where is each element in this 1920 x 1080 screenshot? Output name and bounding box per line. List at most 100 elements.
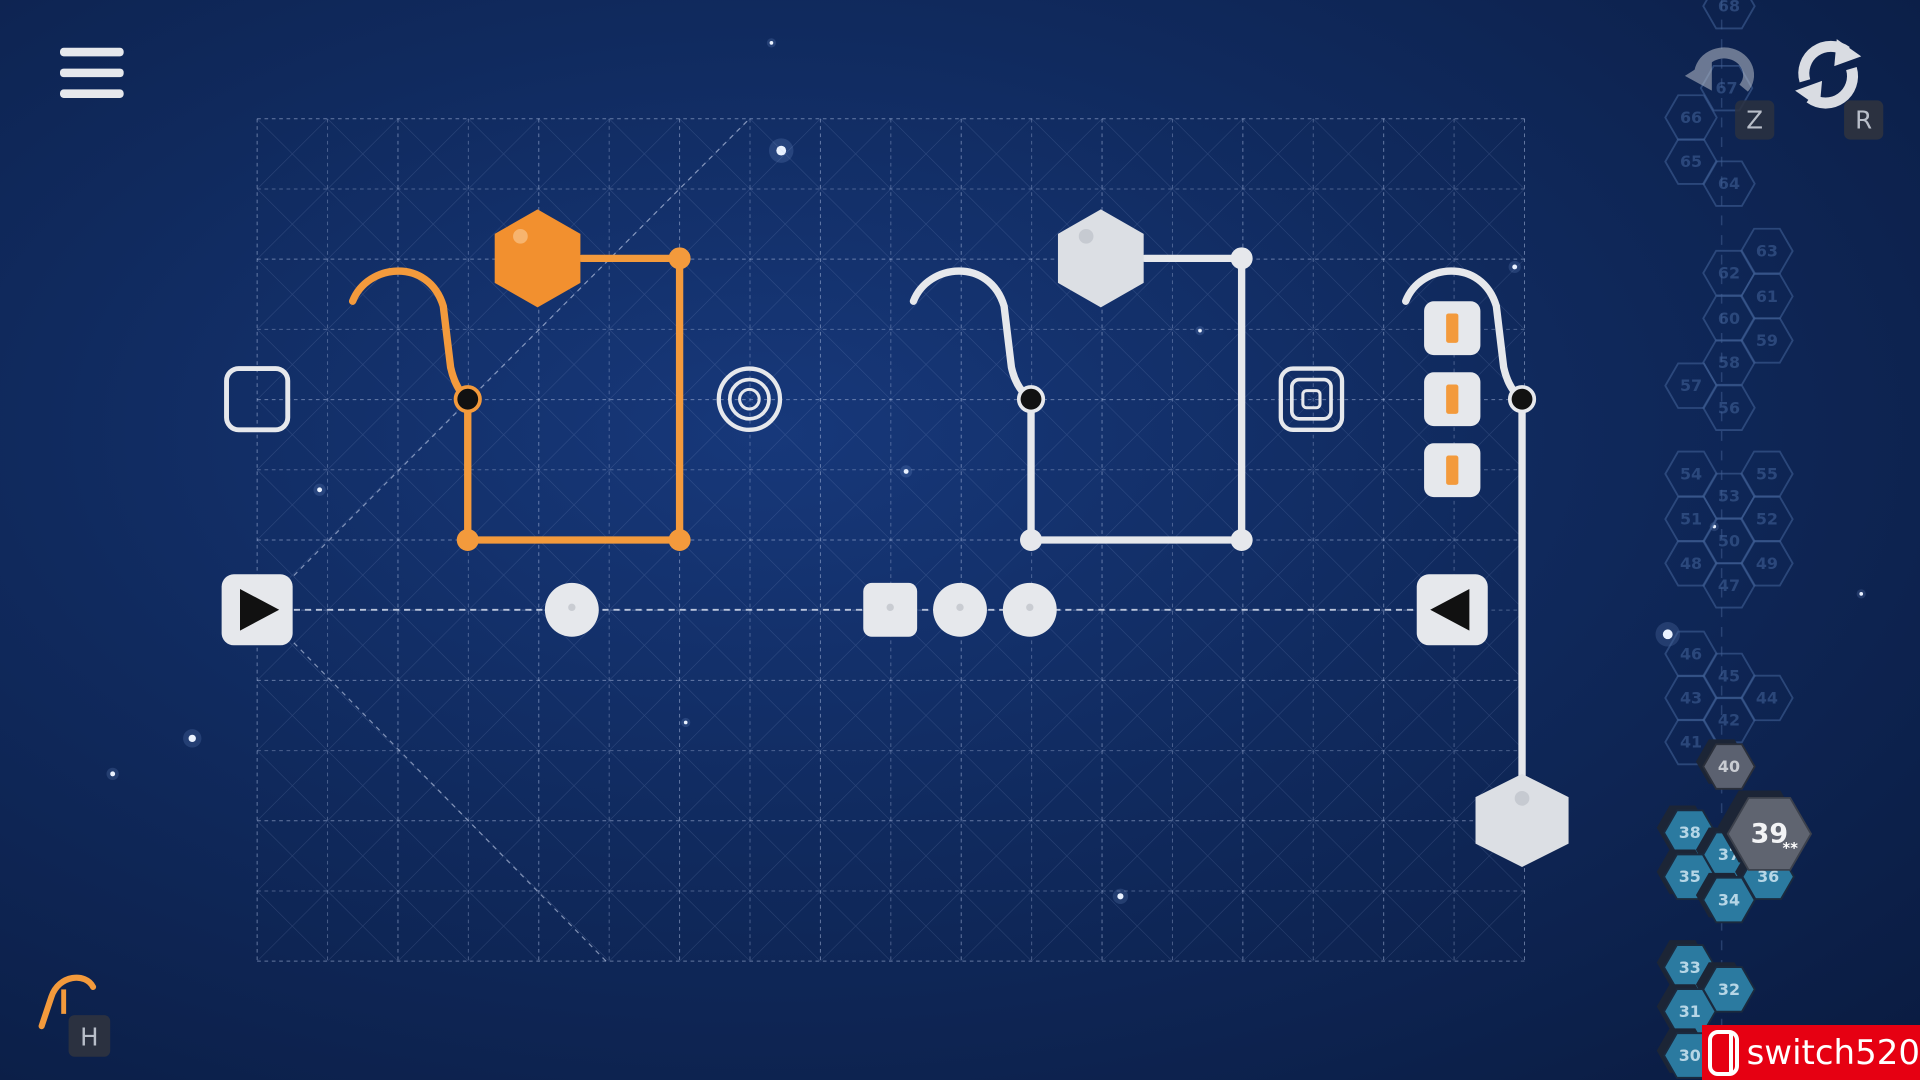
- level-52-button: 52: [1740, 495, 1794, 543]
- grid-diagonal: [468, 820, 539, 892]
- white-hexagon[interactable]: [1475, 773, 1569, 867]
- grid-diagonal: [256, 820, 328, 892]
- grid-diagonal: [1031, 399, 1103, 470]
- undo-button[interactable]: [1684, 47, 1755, 92]
- level-number: 47: [1718, 576, 1740, 595]
- grid-diagonal: [468, 750, 539, 821]
- token-marker: [568, 603, 576, 612]
- grid-diagonal: [256, 680, 328, 751]
- white-machine[interactable]: [909, 209, 1253, 552]
- level-49-button: 49: [1740, 540, 1794, 587]
- grid-diagonal: [890, 469, 962, 541]
- star: [903, 468, 909, 474]
- grid-diagonal: [749, 539, 821, 611]
- level-number: 62: [1718, 264, 1740, 283]
- level-34-button[interactable]: 34: [1695, 872, 1756, 924]
- level-hexagon: [1702, 384, 1756, 431]
- grid-diagonal: [538, 118, 610, 190]
- grid-diagonal: [397, 188, 469, 260]
- grid-diagonal: [538, 890, 610, 962]
- grid-diagonal: [1101, 329, 1173, 400]
- grid-diagonal: [749, 329, 821, 400]
- grid-diagonal: [1172, 609, 1244, 681]
- level-40-button[interactable]: 40: [1695, 739, 1756, 790]
- grid-diagonal: [1383, 118, 1455, 190]
- white-hexagon[interactable]: [1057, 209, 1144, 308]
- level-31-button[interactable]: 31: [1656, 984, 1717, 1035]
- hamburger-menu-icon[interactable]: [60, 47, 124, 98]
- grid-diagonal: [961, 750, 1032, 821]
- grid-diagonal: [327, 680, 399, 751]
- concentric-circles-icon[interactable]: [716, 366, 783, 432]
- star: [1859, 592, 1864, 596]
- grid-diagonal: [1172, 750, 1244, 821]
- grid-diagonal: [1172, 469, 1244, 541]
- level-number: 56: [1718, 398, 1740, 417]
- level-number: 67: [1715, 79, 1737, 98]
- grid-diagonal: [397, 890, 469, 962]
- grid-diagonal: [1383, 680, 1455, 751]
- level-number: 48: [1680, 554, 1702, 573]
- level-number: 61: [1756, 287, 1778, 306]
- puzzle-grid: [256, 118, 1525, 962]
- hint-button[interactable]: [38, 974, 97, 1030]
- switch-slot[interactable]: [1424, 443, 1481, 498]
- grid-diagonal: [608, 258, 680, 330]
- level-number: 34: [1718, 890, 1740, 909]
- level-number: 65: [1680, 152, 1702, 171]
- orange-hexagon[interactable]: [494, 209, 581, 308]
- level-number: 36: [1757, 867, 1779, 886]
- level-59-button: 59: [1740, 317, 1794, 364]
- pivot: [1016, 385, 1046, 414]
- play-left-icon[interactable]: [1416, 574, 1488, 646]
- level-39-button[interactable]: 39**: [1717, 790, 1813, 871]
- grid-diagonal: [1383, 750, 1455, 821]
- grid-diagonal: [468, 680, 539, 751]
- right-machine[interactable]: [1402, 267, 1569, 867]
- grid-diagonal: [397, 399, 469, 470]
- level-number: 38: [1679, 823, 1701, 842]
- level-number: 51: [1680, 510, 1702, 529]
- orange-machine[interactable]: [348, 209, 691, 552]
- grid-diagonal: [256, 399, 328, 470]
- grid-diagonal: [608, 680, 680, 751]
- grid-diagonal: [749, 258, 821, 330]
- level-number: 68: [1718, 0, 1740, 16]
- grid-diagonal: [1242, 258, 1314, 330]
- concentric-squares-icon[interactable]: [1278, 366, 1345, 432]
- level-number: 32: [1718, 980, 1740, 999]
- level-number: 41: [1680, 733, 1702, 752]
- level-number: 54: [1680, 464, 1702, 483]
- grid-diagonal: [608, 890, 680, 962]
- level-number: 30: [1679, 1046, 1701, 1065]
- grid-diagonal: [1172, 188, 1244, 260]
- grid-diagonal: [468, 890, 539, 962]
- grid-diagonal: [1313, 188, 1384, 260]
- level-42-button: 42: [1702, 696, 1756, 744]
- empty-square-icon[interactable]: [224, 366, 291, 433]
- level-number: 44: [1756, 688, 1778, 707]
- grid-diagonal: [749, 890, 821, 962]
- switch-slot[interactable]: [1424, 301, 1481, 356]
- level-53-button: 53: [1702, 472, 1756, 520]
- level-number: 57: [1680, 376, 1702, 395]
- token-marker: [1026, 603, 1034, 612]
- reset-key: R: [1855, 106, 1872, 135]
- star: [1117, 893, 1124, 900]
- grid-diagonal: [538, 820, 610, 892]
- grid-diagonal: [820, 680, 892, 751]
- grid-diagonal: [1313, 118, 1384, 190]
- play-right-icon[interactable]: [221, 574, 293, 646]
- level-62-button: 62: [1702, 249, 1756, 297]
- grid-diagonal: [1172, 539, 1244, 611]
- grid-diagonal: [1242, 750, 1314, 821]
- grid-diagonal: [397, 469, 469, 541]
- grid-diagonal: [961, 188, 1032, 260]
- grid-diagonal: [256, 258, 328, 330]
- grid-diagonal: [961, 118, 1032, 190]
- switch-slot[interactable]: [1424, 372, 1481, 427]
- reset-button[interactable]: [1795, 39, 1862, 109]
- hex-marker: [1078, 228, 1094, 244]
- level-number: 52: [1756, 510, 1778, 529]
- watermark-text: switch520: [1746, 1032, 1920, 1073]
